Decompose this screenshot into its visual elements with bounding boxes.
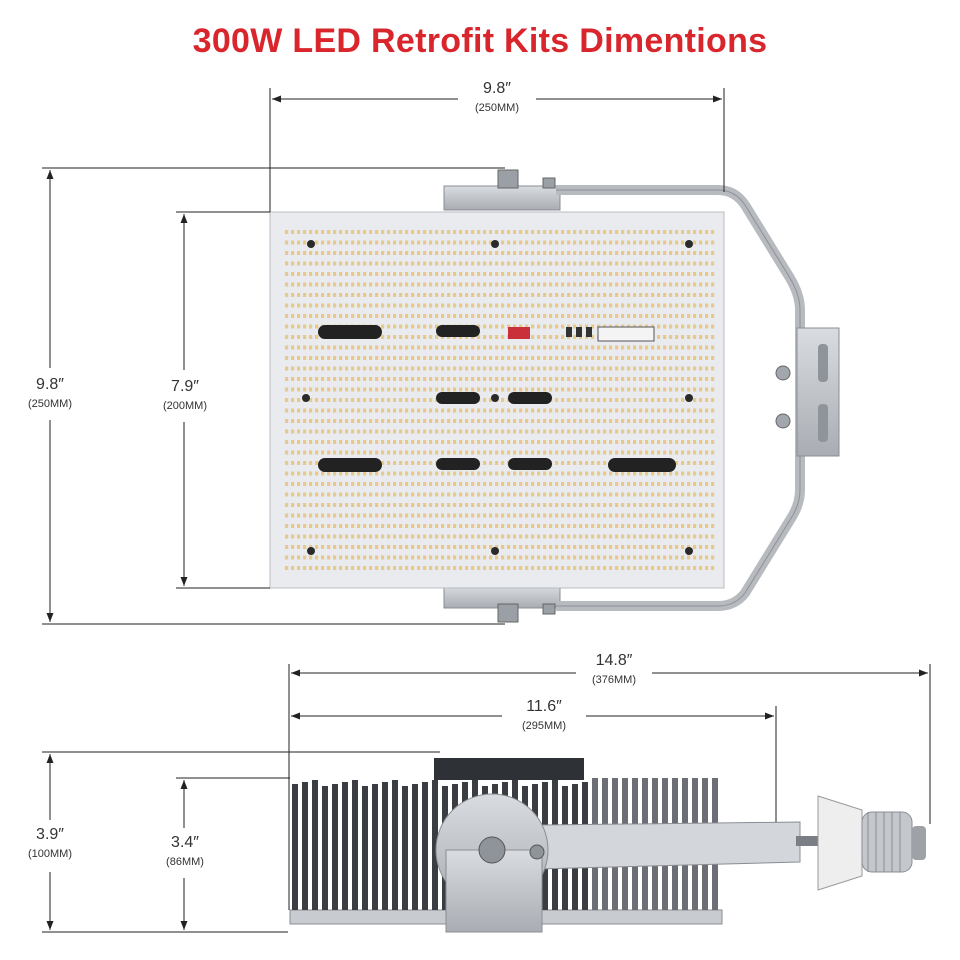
driver-module <box>508 326 655 342</box>
total-length-dimension <box>288 664 931 910</box>
body-length-dimension <box>291 706 777 822</box>
panel-height-mm-label: (200MM) <box>162 400 207 412</box>
side-total-height-dimension <box>42 751 440 933</box>
width-label: 9.8″ <box>483 80 511 97</box>
side-body-height-label: 3.4″ <box>171 834 199 851</box>
mount-screw <box>775 365 791 381</box>
side-total-height-label: 3.9″ <box>36 826 64 843</box>
pivot-nut <box>529 844 545 860</box>
side-view <box>42 664 931 933</box>
panel-screws <box>302 240 693 555</box>
threaded-rod <box>796 836 818 846</box>
panel-height-dimension <box>176 211 270 589</box>
mount-screw <box>775 413 791 429</box>
total-height-dimension <box>42 167 505 625</box>
side-body-height-mm-label: (86MM) <box>166 856 204 868</box>
body-length-label: 11.6″ <box>526 698 562 715</box>
body-length-mm-label: (295MM) <box>521 720 566 732</box>
total-height-mm-label: (250MM) <box>27 398 72 410</box>
heatsink-top-block <box>434 758 584 780</box>
total-length-label: 14.8″ <box>595 652 633 669</box>
side-total-height-mm-label: (100MM) <box>27 848 72 860</box>
bottom-nut <box>542 603 556 615</box>
e39-base <box>861 811 913 873</box>
side-body-height-dimension <box>176 777 290 930</box>
total-length-mm-label: (376MM) <box>591 674 636 686</box>
width-dimension <box>269 88 725 212</box>
pivot-bolt <box>478 836 506 864</box>
width-mm-label: (250MM) <box>474 102 519 114</box>
panel-height-label: 7.9″ <box>171 378 199 395</box>
socket-adapter <box>817 795 863 891</box>
top-nut <box>542 177 556 189</box>
top-mount-block <box>443 185 561 211</box>
total-height-label: 9.8″ <box>36 376 64 393</box>
bottom-bolt <box>497 603 519 623</box>
top-bolt <box>497 169 519 189</box>
front-view <box>42 88 840 625</box>
page-title: 300W LED Retrofit Kits Dimentions <box>192 22 768 60</box>
panel-slots <box>318 325 676 472</box>
